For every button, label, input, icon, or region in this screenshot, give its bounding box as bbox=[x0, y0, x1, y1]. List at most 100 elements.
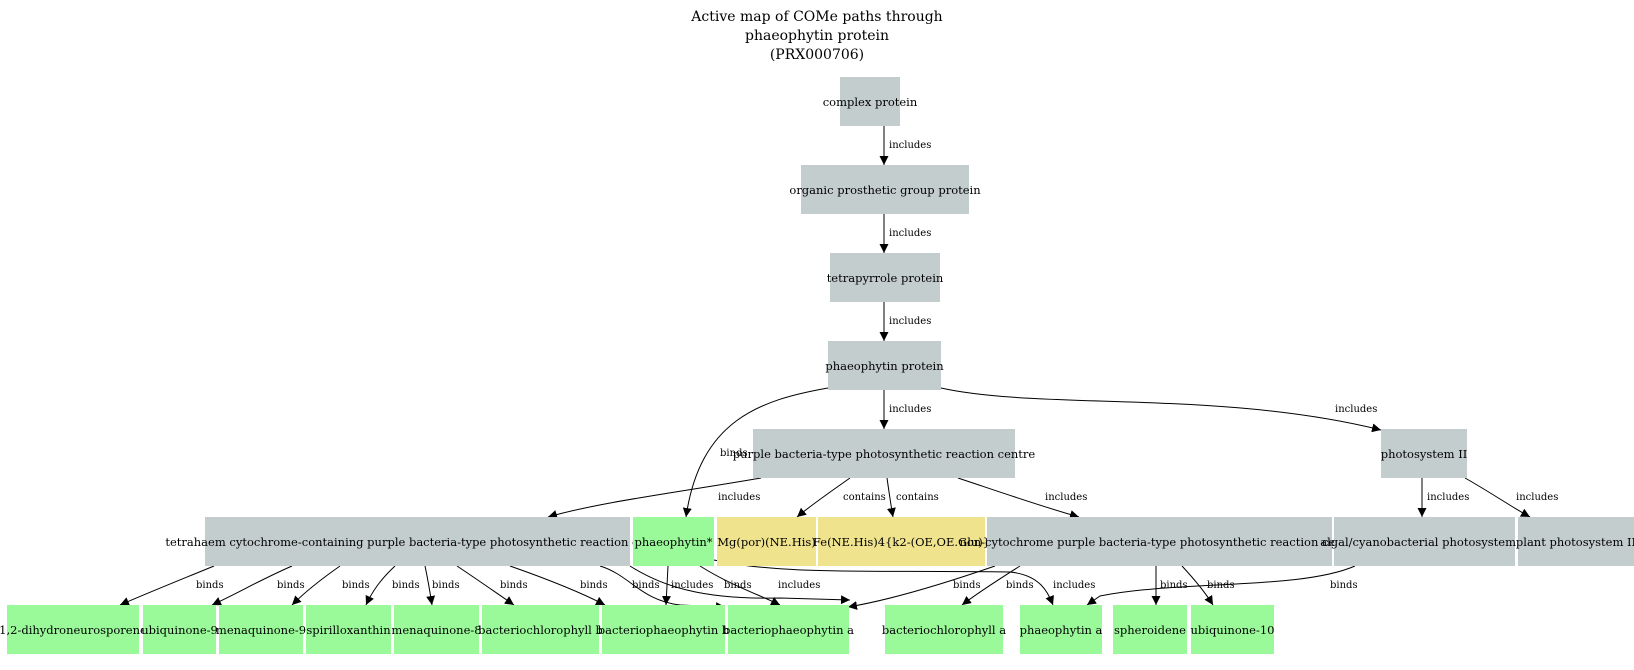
node-label: bacteriochlorophyll a bbox=[881, 622, 1007, 637]
edge-label-binds: binds bbox=[432, 580, 460, 591]
node-algal: algal/cyanobacterial photosystem II bbox=[1320, 517, 1529, 566]
title-line-2: phaeophytin protein bbox=[745, 28, 889, 44]
edge-phaeoprotein-ps2 bbox=[940, 387, 1382, 433]
edge-label-binds: binds bbox=[1160, 580, 1188, 591]
edge-label-binds: binds bbox=[953, 580, 981, 591]
edge-label-binds: binds bbox=[632, 580, 660, 591]
node-ps2: photosystem II bbox=[1381, 429, 1467, 478]
edge-tetrahaem-ubiq9 bbox=[211, 565, 293, 606]
edge-tetrahaem-mena9 bbox=[291, 565, 341, 606]
edge-label-binds: binds bbox=[196, 580, 224, 591]
node-label: Fe(NE.His)4{k2-(OE,OE.Glu)} bbox=[812, 534, 991, 549]
edge-label-includes: includes bbox=[778, 580, 821, 591]
edge-label-binds: binds bbox=[500, 580, 528, 591]
node-spher: spheroidene bbox=[1113, 605, 1187, 654]
node-mgpor: Mg(por)(NE.His) bbox=[717, 517, 816, 566]
node-label: 1,2-dihydroneurosporene bbox=[0, 622, 147, 637]
edge-label-binds: binds bbox=[1006, 580, 1034, 591]
node-label: plant photosystem II bbox=[1515, 534, 1634, 549]
edge-tetrahaem-bpha bbox=[629, 565, 851, 605]
node-noncyto: non-cytochrome purple bacteria-type phot… bbox=[959, 517, 1360, 566]
edge-phaeostar-phaeoa bbox=[713, 559, 1054, 606]
edge-label-binds: binds bbox=[720, 448, 748, 459]
node-label: menaquinone-8 bbox=[391, 622, 482, 637]
edge-label-contains: contains bbox=[896, 492, 939, 503]
node-plant: plant photosystem II bbox=[1515, 517, 1634, 566]
node-tetrahaem: tetrahaem cytochrome-containing purple b… bbox=[165, 517, 670, 566]
node-label: non-cytochrome purple bacteria-type phot… bbox=[959, 534, 1360, 549]
node-label: spheroidene bbox=[1114, 622, 1186, 637]
node-label: phaeophytin protein bbox=[825, 358, 944, 373]
edge-label-binds: binds bbox=[392, 580, 420, 591]
edge-label-binds: binds bbox=[724, 580, 752, 591]
edge-label-includes: includes bbox=[1053, 580, 1096, 591]
edge-label-includes: includes bbox=[718, 492, 761, 503]
edge-purple-noncyto bbox=[957, 477, 1080, 519]
edge-purple-mgpor bbox=[796, 477, 851, 518]
edge-label-binds: binds bbox=[1207, 580, 1235, 591]
node-bchlb: bacteriochlorophyll b bbox=[478, 605, 603, 654]
edge-label-includes: includes bbox=[889, 140, 932, 151]
node-label: ubiquinone-10 bbox=[1190, 622, 1275, 637]
node-mena9: menaquinone-9 bbox=[215, 605, 307, 654]
node-tetrapyrrole: tetrapyrrole protein bbox=[827, 253, 943, 302]
node-ubiq10: ubiquinone-10 bbox=[1191, 605, 1274, 654]
edge-phaeoprotein-phaeostar bbox=[682, 387, 829, 518]
edge-phaeostar-bpha bbox=[699, 565, 781, 606]
edge-label-binds: binds bbox=[580, 580, 608, 591]
edge-purple-tetrahaem bbox=[547, 477, 762, 519]
edge-label-includes: includes bbox=[1335, 404, 1378, 415]
node-label: bacteriophaeophytin a bbox=[722, 622, 855, 637]
edge-tetrahaem-dihydro bbox=[119, 565, 215, 606]
edge-algal-phaeoa bbox=[1086, 565, 1356, 606]
node-label: bacteriochlorophyll b bbox=[478, 622, 603, 637]
edge-label-includes: includes bbox=[1427, 492, 1470, 503]
node-dihydro: 1,2-dihydroneurosporene bbox=[0, 605, 147, 654]
node-bphb: bacteriophaeophytin b bbox=[598, 605, 729, 654]
node-spiril: spirilloxanthin bbox=[306, 605, 391, 654]
edge-ps2-plant bbox=[1464, 477, 1531, 518]
edge-phaeostar-bphb bbox=[661, 565, 671, 606]
node-bchla: bacteriochlorophyll a bbox=[881, 605, 1007, 654]
node-bpha: bacteriophaeophytin a bbox=[723, 605, 854, 654]
node-phaeoa: phaeophytin a bbox=[1020, 605, 1102, 654]
node-label: ubiquinone-9 bbox=[141, 622, 218, 637]
node-organic: organic prosthetic group protein bbox=[789, 165, 981, 214]
edge-label-binds: binds bbox=[277, 580, 305, 591]
node-label: menaquinone-9 bbox=[215, 622, 307, 637]
node-label: phaeophytin* bbox=[634, 534, 713, 549]
edge-tetrahaem-bphb bbox=[509, 565, 606, 606]
title-line-1: Active map of COMe paths through bbox=[691, 9, 943, 25]
node-label: tetrapyrrole protein bbox=[826, 270, 944, 285]
edge-label-contains: contains bbox=[843, 492, 886, 503]
edge-tetrahaem-spiril bbox=[365, 565, 396, 606]
edge-label-includes: includes bbox=[889, 316, 932, 327]
edge-label-binds: binds bbox=[342, 580, 370, 591]
node-complex: complex protein bbox=[823, 77, 917, 126]
edge-purple-fenehis bbox=[886, 477, 896, 518]
node-label: bacteriophaeophytin b bbox=[597, 622, 730, 637]
edge-label-includes: includes bbox=[889, 228, 932, 239]
edge-noncyto-bpha bbox=[847, 565, 996, 610]
edge-label-binds: binds bbox=[1330, 580, 1358, 591]
edge-tetrahaem-bchlb bbox=[456, 565, 515, 606]
node-purple: purple bacteria-type photosynthetic reac… bbox=[733, 429, 1035, 478]
title-line-3: (PRX000706) bbox=[769, 47, 865, 63]
edge-label-includes: includes bbox=[889, 404, 932, 415]
edge-label-includes: includes bbox=[1516, 492, 1559, 503]
node-phaeoprotein: phaeophytin protein bbox=[825, 341, 944, 390]
node-label: phaeophytin a bbox=[1019, 622, 1103, 637]
node-label: organic prosthetic group protein bbox=[789, 182, 981, 197]
edge-tetrahaem-mena8 bbox=[424, 565, 436, 606]
node-ubiq9: ubiquinone-9 bbox=[141, 605, 218, 654]
edge-tetrahaem-bphb bbox=[599, 565, 726, 612]
node-label: spirilloxanthin bbox=[306, 622, 391, 637]
edge-label-includes: includes bbox=[671, 580, 714, 591]
diagram-title: Active map of COMe paths through phaeoph… bbox=[617, 8, 1017, 65]
node-label: complex protein bbox=[822, 94, 918, 109]
node-label: purple bacteria-type photosynthetic reac… bbox=[732, 446, 1036, 461]
node-label: tetrahaem cytochrome-containing purple b… bbox=[165, 534, 670, 549]
edge-noncyto-bchla bbox=[961, 565, 1021, 606]
edge-label-includes: includes bbox=[1045, 492, 1088, 503]
